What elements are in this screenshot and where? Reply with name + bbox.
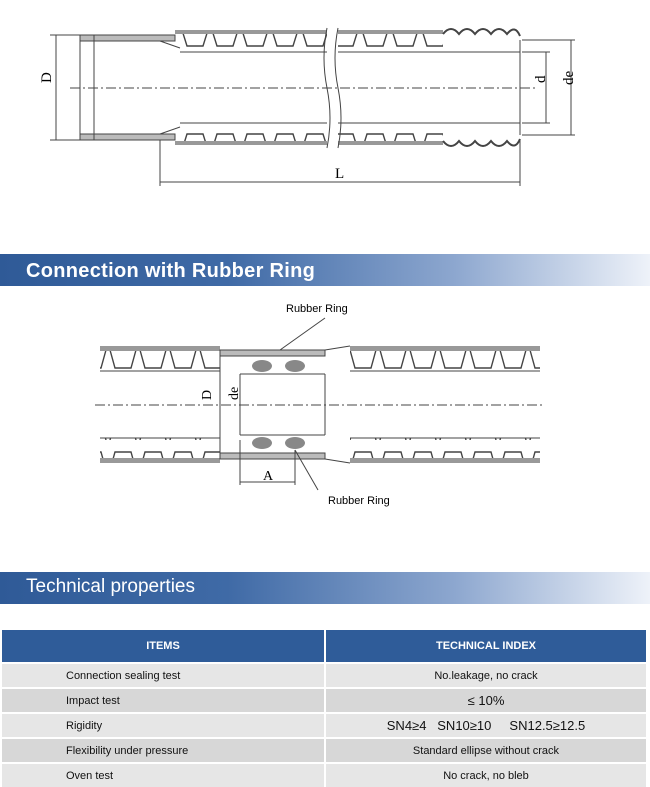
header-items: ITEMS [2,630,326,663]
row-item: Rigidity [2,712,326,738]
row-value: No crack, no bleb [325,762,648,787]
row-value: SN4≥4 SN10≥10 SN12.5≥12.5 [325,712,648,738]
section-banner-technical: Technical properties [0,572,650,604]
label-A: A [263,469,274,484]
header-technical-index: TECHNICAL INDEX [325,630,648,663]
row-item: Impact test [2,687,326,713]
label-D-2: D [200,390,215,400]
table-header-row: ITEMS TECHNICAL INDEX [2,630,648,663]
label-L: L [335,166,344,182]
label-D: D [39,72,55,83]
technical-properties-table: ITEMS TECHNICAL INDEX Connection sealing… [2,630,648,787]
table-row: Rigidity SN4≥4 SN10≥10 SN12.5≥12.5 [2,712,648,738]
label-d: d [533,75,549,83]
label-de-2: de [227,387,242,400]
section-banner-connection: Connection with Rubber Ring [0,254,650,286]
rubber-ring-label-bottom: Rubber Ring [328,495,390,507]
section-title-connection: Connection with Rubber Ring [26,260,316,282]
section-title-technical: Technical properties [26,576,195,597]
table-row: Flexibility under pressure Standard elli… [2,737,648,763]
row-item: Oven test [2,762,326,787]
rubber-ring-label-top: Rubber Ring [286,303,348,315]
row-value: ≤ 10% [325,687,648,713]
row-value: No.leakage, no crack [325,662,648,688]
row-value: Standard ellipse without crack [325,737,648,763]
pipe-dimension-diagram: D L d de [39,27,577,186]
table-row: Impact test ≤ 10% [2,687,648,713]
label-de: de [561,71,577,86]
row-item: Flexibility under pressure [2,737,326,763]
table-row: Oven test No crack, no bleb [2,762,648,787]
table-row: Connection sealing test No.leakage, no c… [2,662,648,688]
row-item: Connection sealing test [2,662,326,688]
rubber-ring-connection-diagram: Rubber Ring Rubber Ring D de A [95,303,545,507]
